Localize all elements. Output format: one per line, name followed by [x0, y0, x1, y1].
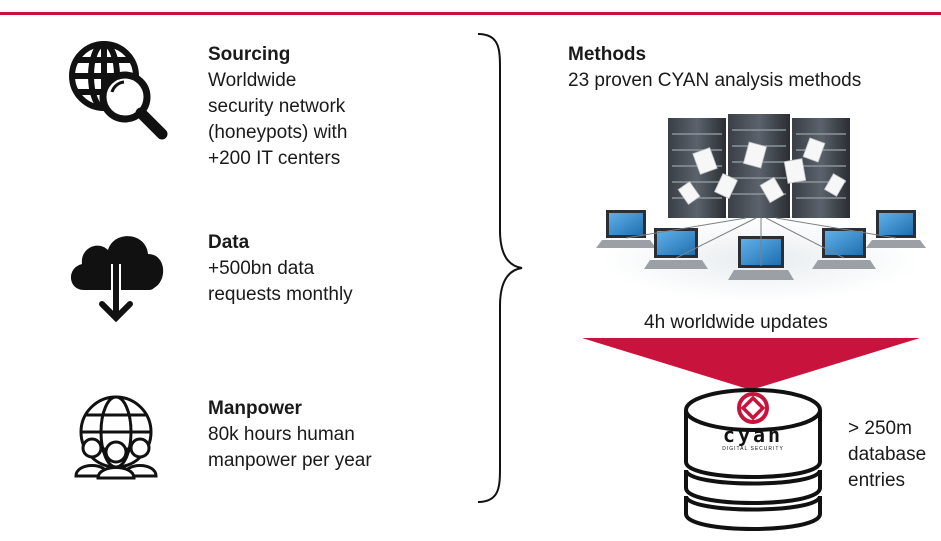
manpower-block: Manpower 80k hours human manpower per ye… — [208, 396, 372, 474]
data-line: +500bn data — [208, 258, 315, 279]
globe-search-icon — [69, 41, 168, 140]
sourcing-line: (honeypots) with — [208, 122, 348, 143]
database-stack-icon — [684, 388, 822, 531]
sourcing-block: Sourcing Worldwide security network (hon… — [208, 42, 347, 172]
data-title: Data — [208, 232, 250, 253]
methods-subtitle: 23 proven CYAN analysis methods — [568, 70, 862, 91]
data-block: Data +500bn data requests monthly — [208, 230, 353, 308]
methods-block: Methods 23 proven CYAN analysis methods — [568, 42, 861, 94]
manpower-line: manpower per year — [208, 450, 372, 471]
top-accent-line — [0, 12, 941, 15]
cyan-logo-text: cyan — [722, 423, 784, 447]
cloud-upload-download-icon — [70, 236, 164, 323]
updates-label: 4h worldwide updates — [644, 312, 828, 333]
sourcing-title: Sourcing — [208, 44, 291, 65]
curly-brace-connector — [477, 33, 523, 503]
cyan-logo-subtext: DIGITAL SECURITY — [722, 446, 784, 452]
red-funnel-arrow — [582, 338, 920, 390]
methods-title: Methods — [568, 44, 647, 65]
database-line: database — [848, 444, 927, 465]
database-line: > 250m — [848, 418, 912, 439]
globe-people-icon — [74, 395, 158, 480]
cyan-logo-icon — [737, 392, 769, 424]
manpower-title: Manpower — [208, 398, 302, 419]
database-entries-block: > 250m database entries — [848, 416, 926, 494]
data-line: requests monthly — [208, 284, 353, 305]
database-line: entries — [848, 470, 906, 491]
sourcing-line: +200 IT centers — [208, 148, 341, 169]
sourcing-line: Worldwide — [208, 70, 297, 91]
servers-laptops-illustration — [596, 114, 926, 302]
flying-documents — [677, 137, 847, 205]
manpower-line: 80k hours human — [208, 424, 355, 445]
sourcing-line: security network — [208, 96, 346, 117]
